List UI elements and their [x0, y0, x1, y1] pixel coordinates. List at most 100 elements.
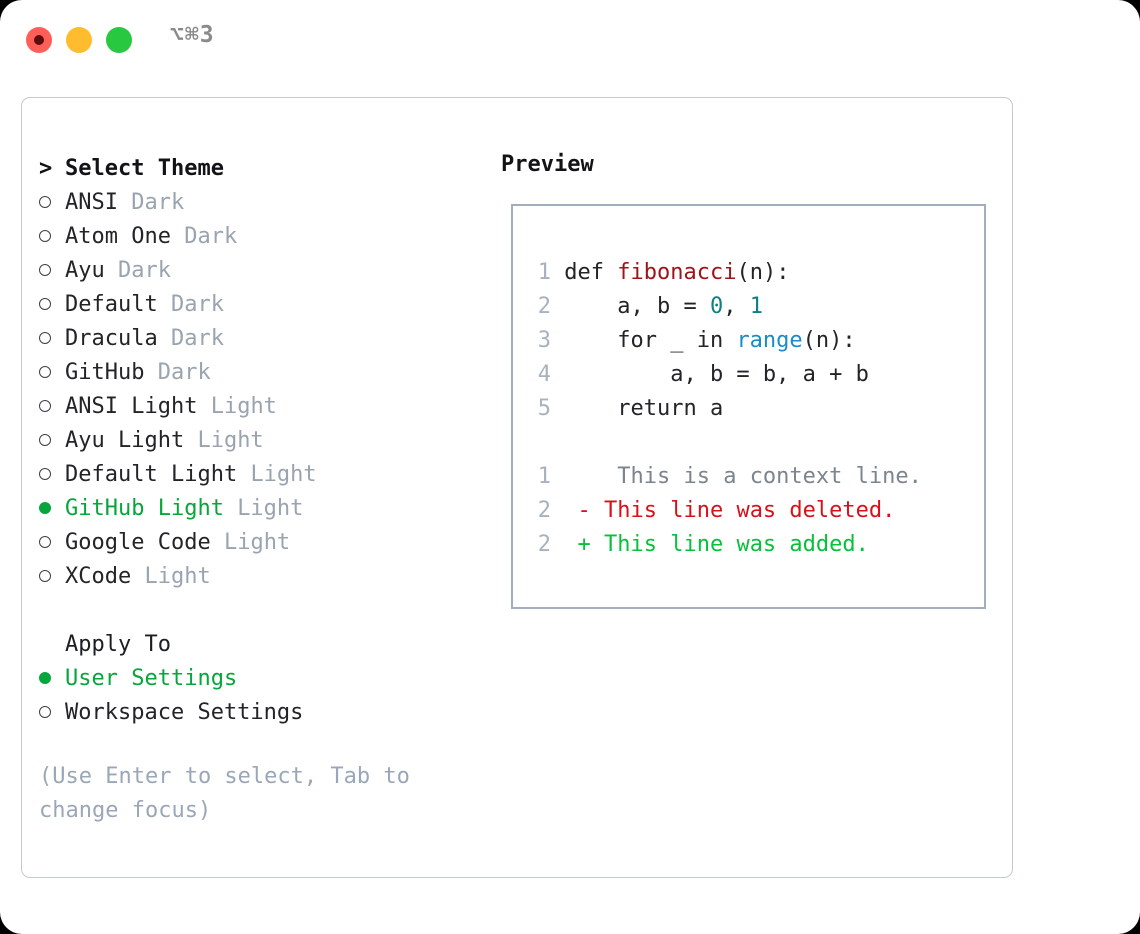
theme-list-item[interactable]: Default Dark [39, 288, 489, 322]
diff-text: This line was deleted. [590, 498, 896, 523]
code-line: 2 a, b = 0, 1 [529, 290, 978, 324]
theme-variant-label: Dark [131, 190, 185, 215]
theme-name: Google Code [65, 530, 224, 555]
select-theme-title: Select Theme [65, 156, 224, 181]
apply-to-option-label: User Settings [65, 666, 238, 691]
apply-to-option[interactable]: Workspace Settings [39, 696, 489, 730]
theme-name: GitHub Light [65, 496, 238, 521]
radio-unselected-icon [39, 186, 65, 220]
bullet-shape [39, 468, 51, 480]
code-token: for _ in [564, 328, 737, 353]
code-token: , [723, 294, 750, 319]
radio-unselected-icon [39, 288, 65, 322]
code-token: def [564, 260, 618, 285]
theme-name: ANSI [65, 190, 132, 215]
apply-to-marker [39, 628, 65, 662]
theme-variant-label: Dark [117, 258, 171, 283]
theme-list-item[interactable]: GitHub Light Light [39, 492, 489, 526]
bullet-shape [39, 332, 51, 344]
theme-name: Dracula [65, 326, 171, 351]
apply-to-header: Apply To [39, 628, 489, 662]
radio-unselected-icon [39, 696, 65, 730]
radio-unselected-icon [39, 458, 65, 492]
code-line: 4 a, b = b, a + b [529, 358, 978, 392]
theme-list-item[interactable]: Dracula Dark [39, 322, 489, 356]
theme-name: GitHub [65, 360, 158, 385]
theme-list-item[interactable]: Atom One Dark [39, 220, 489, 254]
maximize-window-button[interactable] [106, 27, 132, 53]
cursor-marker: > [39, 156, 53, 181]
theme-variant-label: Light [144, 564, 211, 589]
theme-list-item[interactable]: Google Code Light [39, 526, 489, 560]
diff-sign: - [564, 498, 591, 523]
line-number: 2 [537, 498, 551, 523]
line-number: 1 [537, 260, 551, 285]
bullet-shape [39, 264, 51, 276]
theme-list-item[interactable]: ANSI Dark [39, 186, 489, 220]
apply-to-option[interactable]: User Settings [39, 662, 489, 696]
code-token: a, b = [564, 294, 710, 319]
theme-name: Default [65, 292, 171, 317]
line-number: 4 [537, 362, 551, 387]
bullet-shape [39, 434, 51, 446]
radio-unselected-icon [39, 526, 65, 560]
line-number: 1 [537, 464, 551, 489]
bullet-shape [39, 706, 51, 718]
radio-unselected-icon [39, 220, 65, 254]
radio-unselected-icon [39, 424, 65, 458]
code-token: a, b = b, a + b [564, 362, 869, 387]
theme-list-item[interactable]: Ayu Light Light [39, 424, 489, 458]
title-bar: ⌥⌘3 [0, 0, 1140, 78]
radio-unselected-icon [39, 254, 65, 288]
section-spacer [39, 594, 489, 628]
radio-unselected-icon [39, 560, 65, 594]
theme-name: XCode [65, 564, 145, 589]
theme-variant-label: Light [250, 462, 317, 487]
theme-list-item[interactable]: GitHub Dark [39, 356, 489, 390]
code-token: (n): [802, 328, 856, 353]
minimize-window-button[interactable] [66, 27, 92, 53]
code-diff-separator [529, 426, 978, 460]
theme-variant-label: Light [223, 530, 291, 555]
theme-list-item[interactable]: XCode Light [39, 560, 489, 594]
theme-variant-label: Light [237, 496, 304, 521]
diff-sample-block: 1 This is a context line. 2 - This line w… [529, 460, 978, 562]
theme-name: Atom One [65, 224, 185, 249]
theme-list-item[interactable]: Ayu Dark [39, 254, 489, 288]
radio-unselected-icon [39, 356, 65, 390]
bullet-shape [39, 672, 51, 684]
code-token: (n): [736, 260, 790, 285]
bullet-shape [39, 502, 51, 514]
bullet-shape [39, 536, 51, 548]
theme-name: Ayu Light [65, 428, 198, 453]
diff-line: 1 This is a context line. [529, 460, 978, 494]
theme-list-item[interactable]: Default Light Light [39, 458, 489, 492]
radio-selected-icon [39, 662, 65, 696]
diff-text: This line was added. [590, 532, 869, 557]
radio-unselected-icon [39, 390, 65, 424]
theme-variant-label: Dark [170, 326, 224, 351]
theme-variant-label: Dark [184, 224, 238, 249]
close-window-button[interactable] [26, 27, 52, 53]
bullet-shape [39, 400, 51, 412]
diff-text: This is a context line. [590, 464, 922, 489]
radio-unselected-icon [39, 322, 65, 356]
theme-name: Ayu [65, 258, 118, 283]
line-number: 2 [537, 532, 551, 557]
apply-to-title: Apply To [65, 632, 171, 657]
bullet-shape [39, 570, 51, 582]
keyboard-shortcut-label: ⌥⌘3 [170, 22, 215, 48]
theme-name: Default Light [65, 462, 251, 487]
theme-variant-label: Dark [157, 360, 211, 385]
apply-to-option-label: Workspace Settings [65, 700, 304, 725]
code-token: return a [564, 396, 724, 421]
theme-variant-label: Dark [170, 292, 224, 317]
theme-list-item[interactable]: ANSI Light Light [39, 390, 489, 424]
preview-label: Preview [501, 152, 594, 177]
